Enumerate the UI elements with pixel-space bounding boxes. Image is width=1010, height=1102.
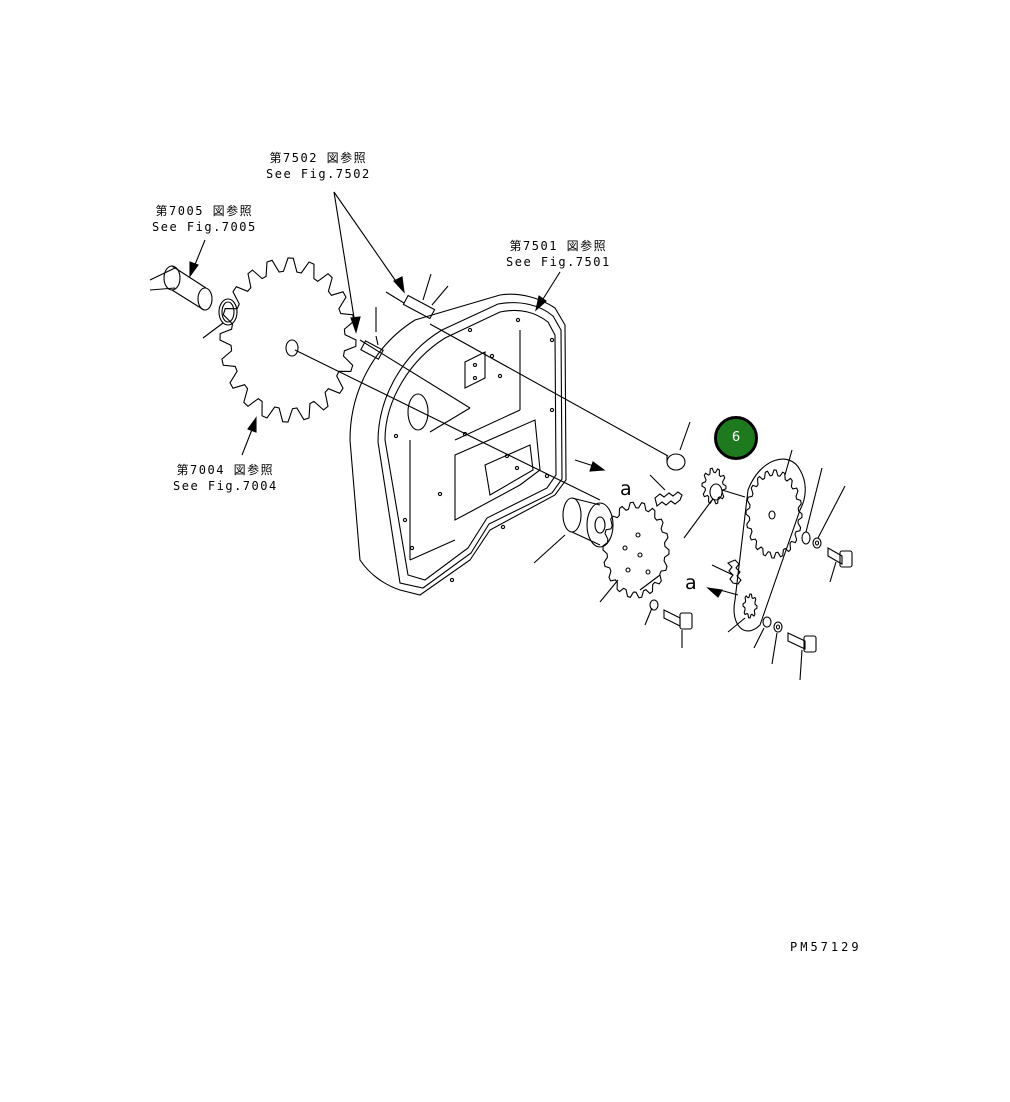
chain-parts xyxy=(649,474,742,585)
reference-fig-7502-en: See Fig.7502 xyxy=(266,167,371,181)
snap-ring-part xyxy=(202,298,238,339)
right-sprocket-plate xyxy=(706,449,806,633)
drawing-code: PM57129 xyxy=(790,940,862,954)
view-marker-a-lower: a xyxy=(685,572,697,594)
fastener-parts xyxy=(644,467,853,681)
reference-fig-7501-jp: 第7501 図参照 xyxy=(509,239,608,253)
reference-fig-7501[interactable]: 第7501 図参照 See Fig.7501 xyxy=(506,238,611,270)
reference-fig-7502-jp: 第7502 図参照 xyxy=(269,151,368,165)
reference-fig-7004-jp: 第7004 図参照 xyxy=(176,463,275,477)
reference-fig-7004-en: See Fig.7004 xyxy=(173,479,278,493)
gear-case-housing xyxy=(349,293,606,596)
center-sprocket-part xyxy=(599,501,670,603)
cap-part xyxy=(666,421,691,471)
reference-fig-7502[interactable]: 第7502 図参照 See Fig.7502 xyxy=(266,150,371,182)
reference-fig-7005[interactable]: 第7005 図参照 See Fig.7005 xyxy=(152,203,257,235)
large-sprocket-part xyxy=(219,257,357,423)
view-marker-a-upper: a xyxy=(620,478,632,500)
shaft-part xyxy=(149,265,213,311)
small-sprocket-part xyxy=(683,467,746,539)
pin-parts xyxy=(360,273,449,360)
hub-part xyxy=(533,497,614,564)
reference-fig-7005-en: See Fig.7005 xyxy=(152,220,257,234)
reference-fig-7004[interactable]: 第7004 図参照 See Fig.7004 xyxy=(173,462,278,494)
reference-fig-7501-en: See Fig.7501 xyxy=(506,255,611,269)
assembly-axis-lines xyxy=(294,323,669,501)
reference-fig-7005-jp: 第7005 図参照 xyxy=(155,204,254,218)
part-callout-6[interactable]: 6 xyxy=(714,416,758,460)
